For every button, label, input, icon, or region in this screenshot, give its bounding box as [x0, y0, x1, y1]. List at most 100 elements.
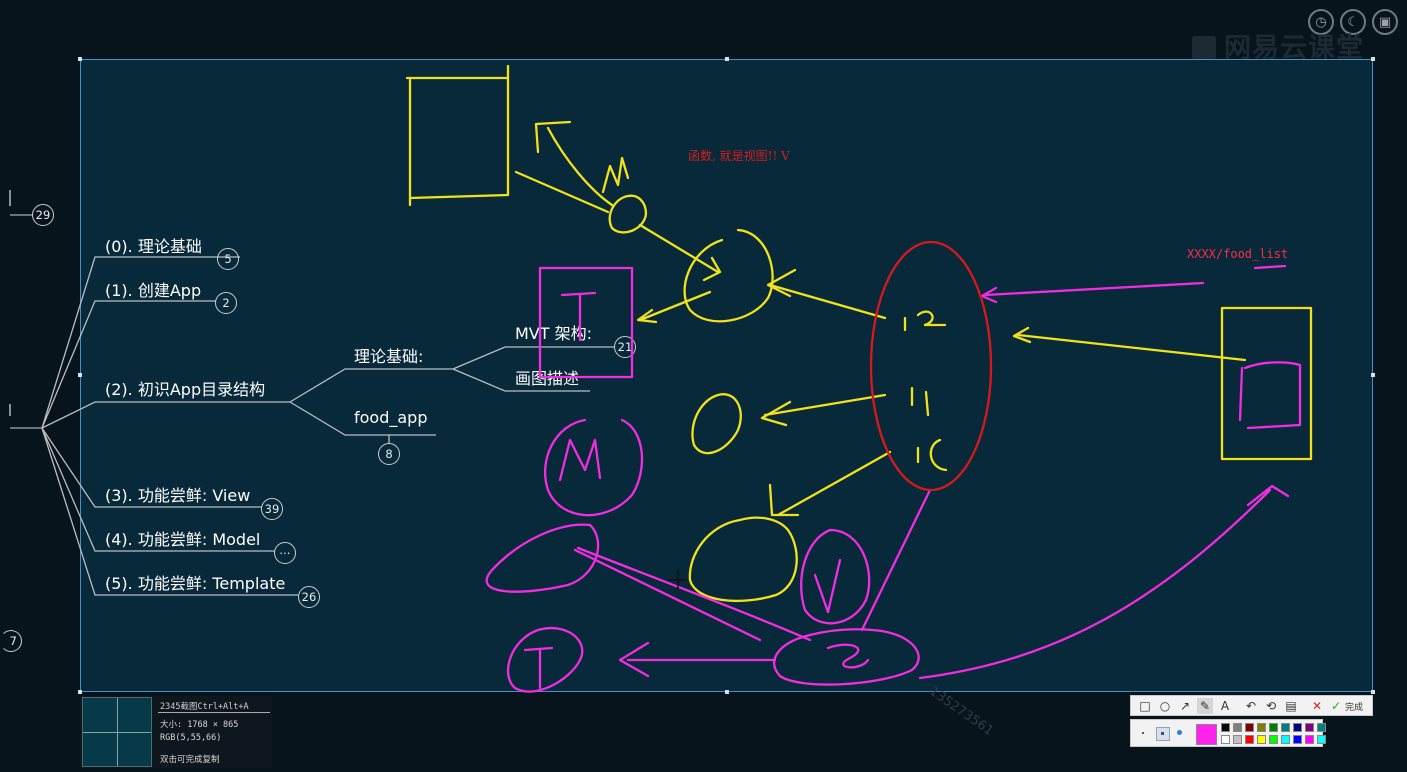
bottom-arrow-left	[618, 641, 777, 678]
color-swatch[interactable]	[1257, 735, 1266, 744]
cancel-icon[interactable]: ✕	[1311, 699, 1323, 713]
node-create-app[interactable]: (1). 创建App	[105, 281, 202, 300]
screen-icon[interactable]: ▣	[1372, 9, 1398, 35]
size-large-icon[interactable]	[1177, 730, 1182, 735]
color-toolbar	[1130, 719, 1326, 747]
sub-food-app[interactable]: food_app	[354, 408, 428, 427]
color-swatch[interactable]	[1305, 723, 1314, 732]
node-view[interactable]: (3). 功能尝鲜: View	[105, 486, 251, 505]
size-small-icon[interactable]	[1142, 732, 1144, 734]
node-theory[interactable]: (0). 理论基础	[105, 237, 202, 256]
resize-handle[interactable]	[78, 373, 82, 377]
history-icon[interactable]: ⟲	[1265, 699, 1277, 713]
color-swatch[interactable]	[1245, 735, 1254, 744]
resize-handle[interactable]	[78, 690, 82, 694]
resize-handle[interactable]	[1371, 373, 1375, 377]
pen-tool-icon[interactable]: ✎	[1197, 698, 1213, 714]
color-swatch[interactable]	[1293, 723, 1302, 732]
model-arrow	[860, 488, 932, 632]
resize-handle[interactable]	[725, 57, 729, 61]
color-swatch[interactable]	[1233, 723, 1242, 732]
left-count-badge[interactable]: 29	[32, 204, 54, 226]
text-tool-icon[interactable]: A	[1220, 699, 1230, 713]
capture-size: 大小: 1768 × 865	[160, 720, 239, 730]
resize-handle[interactable]	[78, 57, 82, 61]
return-curve-arrow	[918, 484, 1290, 680]
url-arrow	[980, 281, 1205, 304]
to-bottom-arrow	[768, 450, 892, 517]
node-template-badge[interactable]: 26	[298, 586, 320, 608]
to-template-arrow	[636, 290, 712, 324]
magnifier-preview	[82, 697, 152, 767]
long-link-line	[573, 546, 812, 642]
color-swatch[interactable]	[1269, 723, 1278, 732]
url-note: XXXX/food_list	[1187, 247, 1289, 261]
arrow-tool-icon[interactable]: ↗	[1179, 699, 1191, 713]
node-view-badge[interactable]: 39	[261, 498, 283, 520]
to-center-arrow	[638, 223, 722, 282]
node-template[interactable]: (5). 功能尝鲜: Template	[105, 574, 286, 593]
logo: 网易云课堂	[1192, 26, 1364, 65]
client-inner-sketch	[1238, 361, 1302, 430]
color-swatch[interactable]	[1281, 735, 1290, 744]
leaf-draw[interactable]: 画图描述	[515, 369, 580, 388]
url-to-server	[1012, 326, 1247, 362]
moon-icon[interactable]: ☾	[1340, 9, 1366, 35]
center-circle-sketch	[683, 228, 774, 323]
color-swatch[interactable]	[1317, 723, 1326, 732]
node-create-app-badge[interactable]: 2	[215, 292, 237, 314]
logo-text: 网易云课堂	[1224, 33, 1364, 64]
capture-rgb: RGB(5,55,66)	[160, 733, 222, 743]
color-swatch[interactable]	[1221, 735, 1230, 744]
leaf-mvt-badge[interactable]: 21	[614, 336, 636, 358]
v-shape-sketch	[800, 528, 871, 625]
color-swatch[interactable]	[1245, 723, 1254, 732]
color-swatch[interactable]	[1257, 723, 1266, 732]
resize-handle[interactable]	[1371, 690, 1375, 694]
urls-ellipse-sketch	[869, 240, 993, 492]
timer-icon[interactable]: ◷	[1308, 9, 1334, 35]
m-shape-sketch	[543, 418, 644, 517]
capture-info-panel: 2345截图Ctrl+Alt+A 大小: 1768 × 865 RGB(5,55…	[80, 696, 272, 768]
sub-theory[interactable]: 理论基础:	[354, 347, 424, 366]
check-icon[interactable]: ✓	[1330, 699, 1342, 713]
node-model[interactable]: (4). 功能尝鲜: Model	[105, 530, 261, 549]
color-swatch[interactable]	[1317, 735, 1326, 744]
to-o-arrow	[760, 393, 887, 427]
color-swatch[interactable]	[1221, 723, 1230, 732]
rect-tool-icon[interactable]: □	[1139, 699, 1151, 713]
undo-icon[interactable]: ↶	[1245, 699, 1257, 713]
node-model-badge[interactable]: ⋯	[274, 542, 296, 564]
selected-color[interactable]	[1196, 724, 1217, 745]
client-box-sketch	[1220, 306, 1313, 461]
ellipse-tool-icon[interactable]: ○	[1159, 699, 1171, 713]
color-swatch[interactable]	[1293, 735, 1302, 744]
color-swatch[interactable]	[1281, 723, 1290, 732]
sub-food-app-badge[interactable]: 8	[378, 443, 400, 465]
color-swatch[interactable]	[1233, 735, 1242, 744]
numbers-sketch	[903, 310, 948, 472]
node-theory-badge[interactable]: 5	[217, 248, 239, 270]
crosshair-icon	[668, 570, 688, 590]
size-medium-icon[interactable]	[1156, 727, 1170, 741]
node-app-structure[interactable]: (2). 初识App目录结构	[105, 380, 266, 399]
center-from-url	[766, 268, 887, 320]
done-button[interactable]: 完成	[1345, 703, 1364, 713]
t-box-sketch	[538, 266, 634, 379]
logo-mark	[1192, 36, 1216, 60]
capture-tool-title: 2345截图Ctrl+Alt+A	[160, 702, 249, 712]
left-count-badge-partial[interactable]: 7	[0, 630, 22, 652]
request-line-sketch	[514, 170, 610, 214]
resize-handle[interactable]	[725, 690, 729, 694]
leaf-mvt[interactable]: MVT 架构:	[515, 324, 593, 343]
browser-box-sketch	[405, 64, 510, 207]
capture-hint: 双击可完成复制	[160, 755, 220, 765]
url-underline	[1253, 264, 1287, 270]
color-swatch[interactable]	[1269, 735, 1278, 744]
t-circle-sketch	[506, 626, 584, 693]
save-icon[interactable]: ▤	[1285, 699, 1297, 713]
resize-handle[interactable]	[1371, 57, 1375, 61]
color-swatch[interactable]	[1305, 735, 1314, 744]
left-edge-lines	[9, 190, 42, 429]
